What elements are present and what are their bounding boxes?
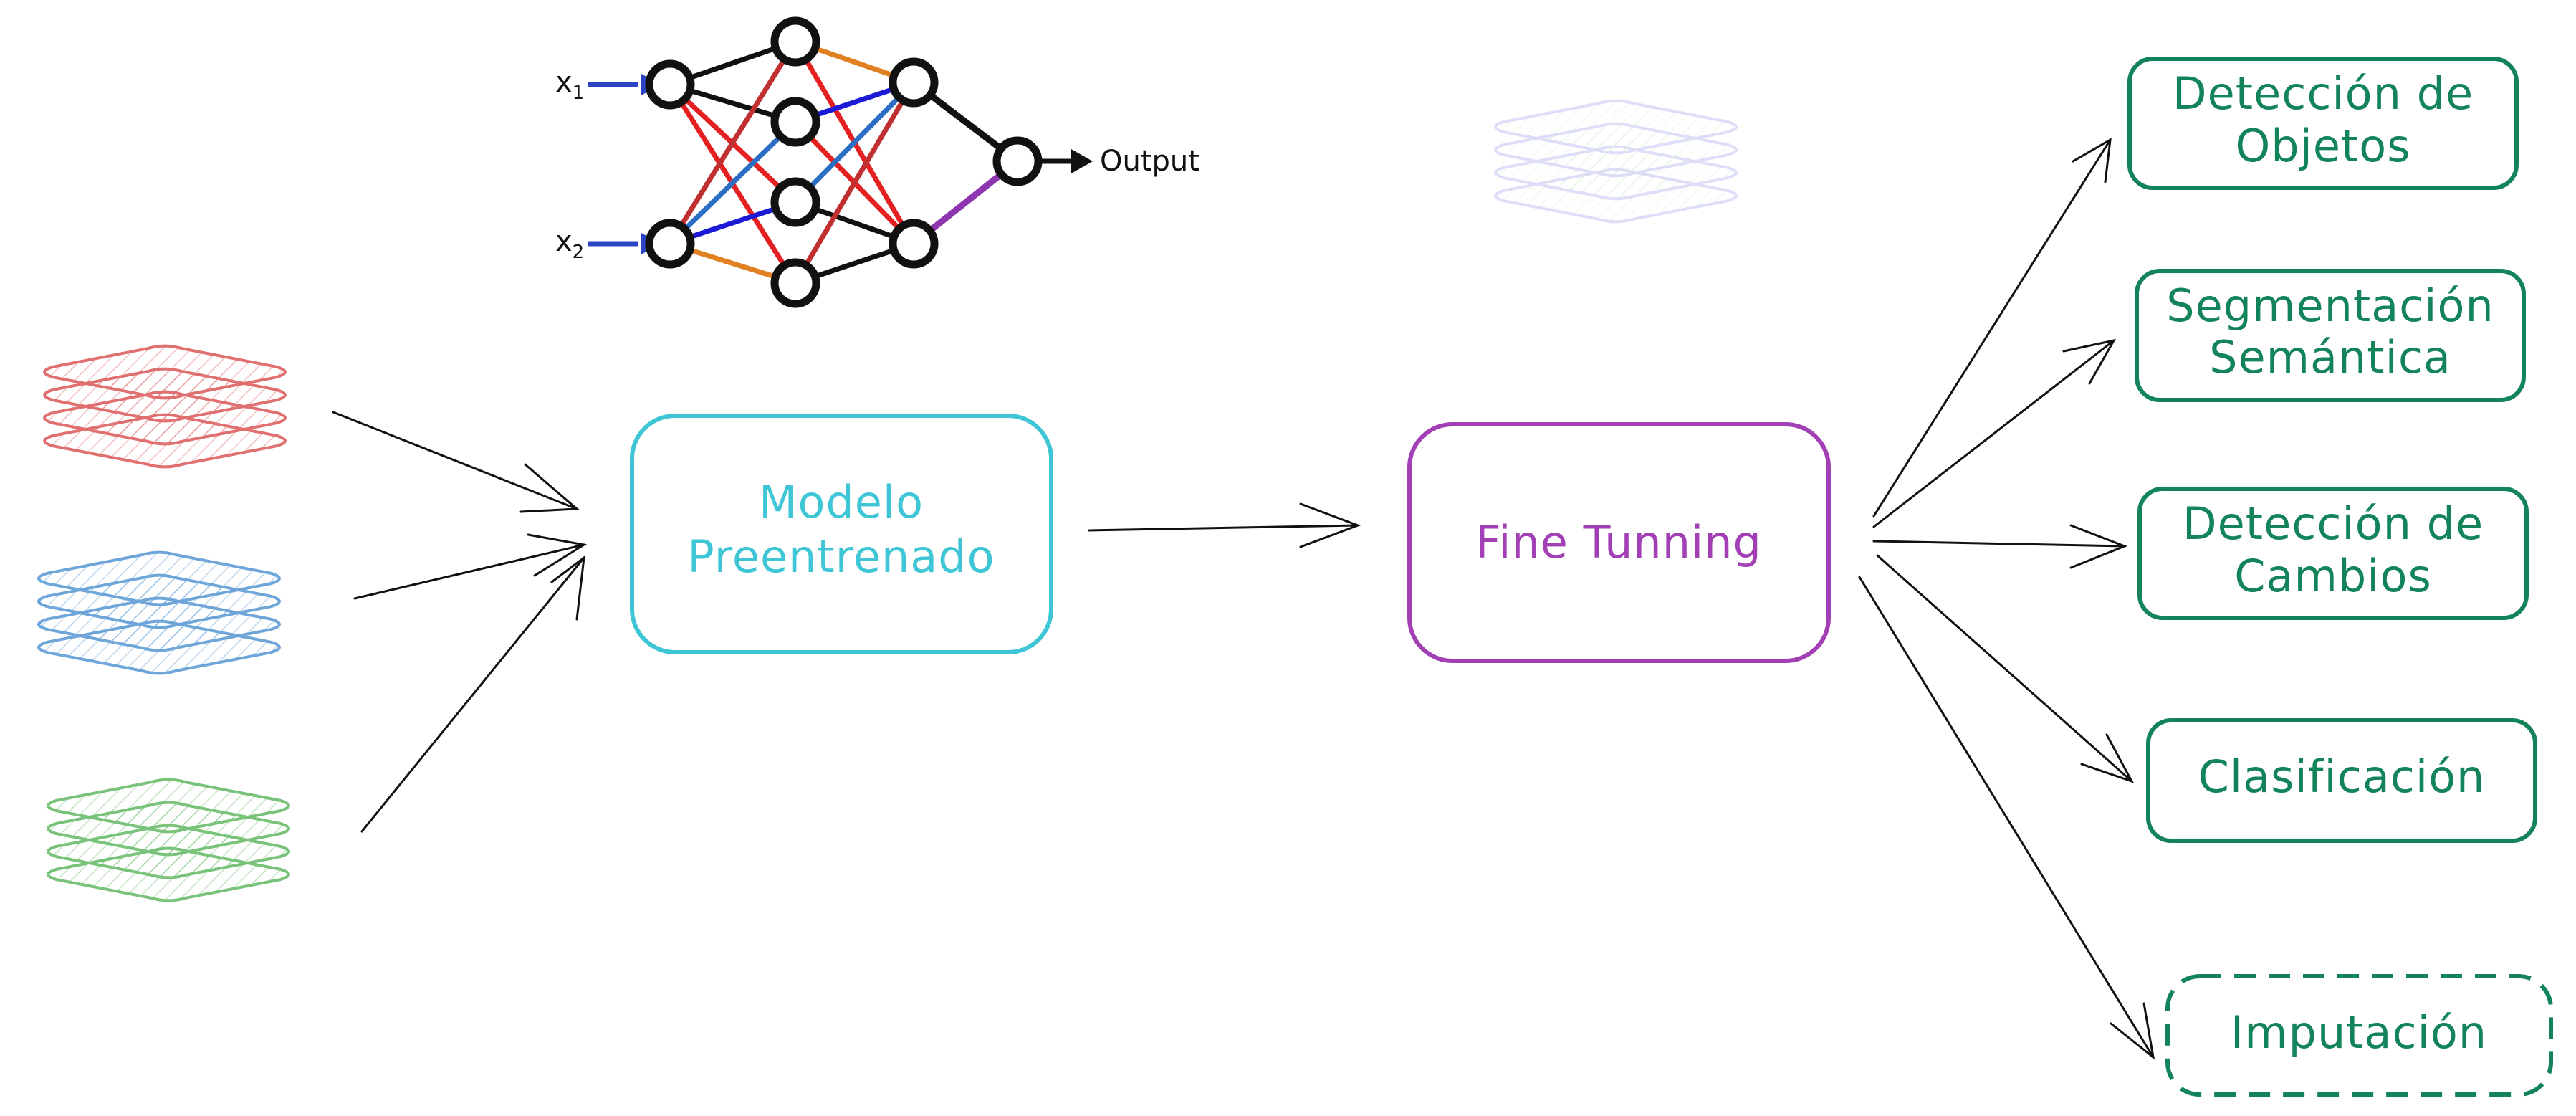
stack-layer — [1494, 99, 1738, 155]
network-node — [645, 219, 695, 269]
layer-stack-icon — [1494, 99, 1738, 224]
arrow-red-to-model — [332, 411, 580, 513]
layer-stack-icon — [43, 344, 287, 469]
task-label-line1: Detección de — [2173, 67, 2474, 120]
task-label: Imputación — [2231, 1006, 2487, 1059]
arrow-finetune-to-imputacion — [1858, 576, 2155, 1060]
task-label: Clasificación — [2198, 750, 2486, 803]
input-label-x1: x1 — [555, 66, 584, 104]
task-box-cambios[interactable]: Detección de Cambios — [2137, 487, 2529, 620]
fine-tuning-label: Fine Tunning — [1475, 516, 1762, 568]
arrow-finetune-to-cambios — [1872, 524, 2128, 569]
layer-stack-icon — [37, 550, 281, 675]
layer-stack-icon — [47, 778, 290, 902]
network-node — [889, 219, 939, 269]
task-label-line2: Semántica — [2209, 331, 2451, 383]
task-box-segmentacion[interactable]: Segmentación Semántica — [2135, 269, 2526, 402]
task-box-imputacion[interactable]: Imputación — [2165, 974, 2553, 1097]
neural-network-icon: x1 x2 Output — [555, 16, 1200, 308]
pretrained-model-title-line1: Modelo — [759, 476, 924, 528]
network-node — [992, 136, 1043, 186]
network-node — [770, 16, 820, 67]
input-arrows — [588, 74, 661, 254]
arrow-finetune-to-clasificacion — [1876, 554, 2135, 783]
output-label: Output — [1100, 145, 1200, 178]
arrow-finetune-to-segmentacion — [1872, 338, 2116, 528]
task-label-line2: Cambios — [2234, 550, 2432, 602]
stack-layer — [43, 344, 287, 400]
arrow-model-to-finetune — [1088, 502, 1361, 548]
network-node — [770, 177, 820, 227]
arrow-green-to-model — [360, 555, 585, 833]
task-box-objetos[interactable]: Detección de Objetos — [2127, 57, 2519, 190]
pretrained-model-title-line2: Preentrenado — [687, 530, 995, 583]
network-node — [770, 258, 820, 308]
task-box-clasificacion[interactable]: Clasificación — [2146, 718, 2537, 843]
pretrained-model-box[interactable]: Modelo Preentrenado — [630, 414, 1053, 654]
task-label-line1: Detección de — [2183, 497, 2484, 550]
task-label-line1: Segmentación — [2166, 280, 2494, 332]
input-label-x2: x2 — [555, 225, 584, 263]
arrows — [332, 138, 2155, 1060]
network-node — [770, 97, 820, 147]
task-label-line2: Objetos — [2235, 120, 2410, 172]
network-node — [645, 59, 695, 110]
output-arrow — [1040, 149, 1093, 173]
fine-tuning-box[interactable]: Fine Tunning — [1407, 422, 1831, 663]
network-node — [889, 57, 939, 108]
stack-layer — [37, 550, 281, 606]
arrow-blue-to-model — [353, 533, 588, 600]
stack-layer — [47, 778, 290, 834]
arrow-finetune-to-objetos — [1872, 138, 2112, 518]
